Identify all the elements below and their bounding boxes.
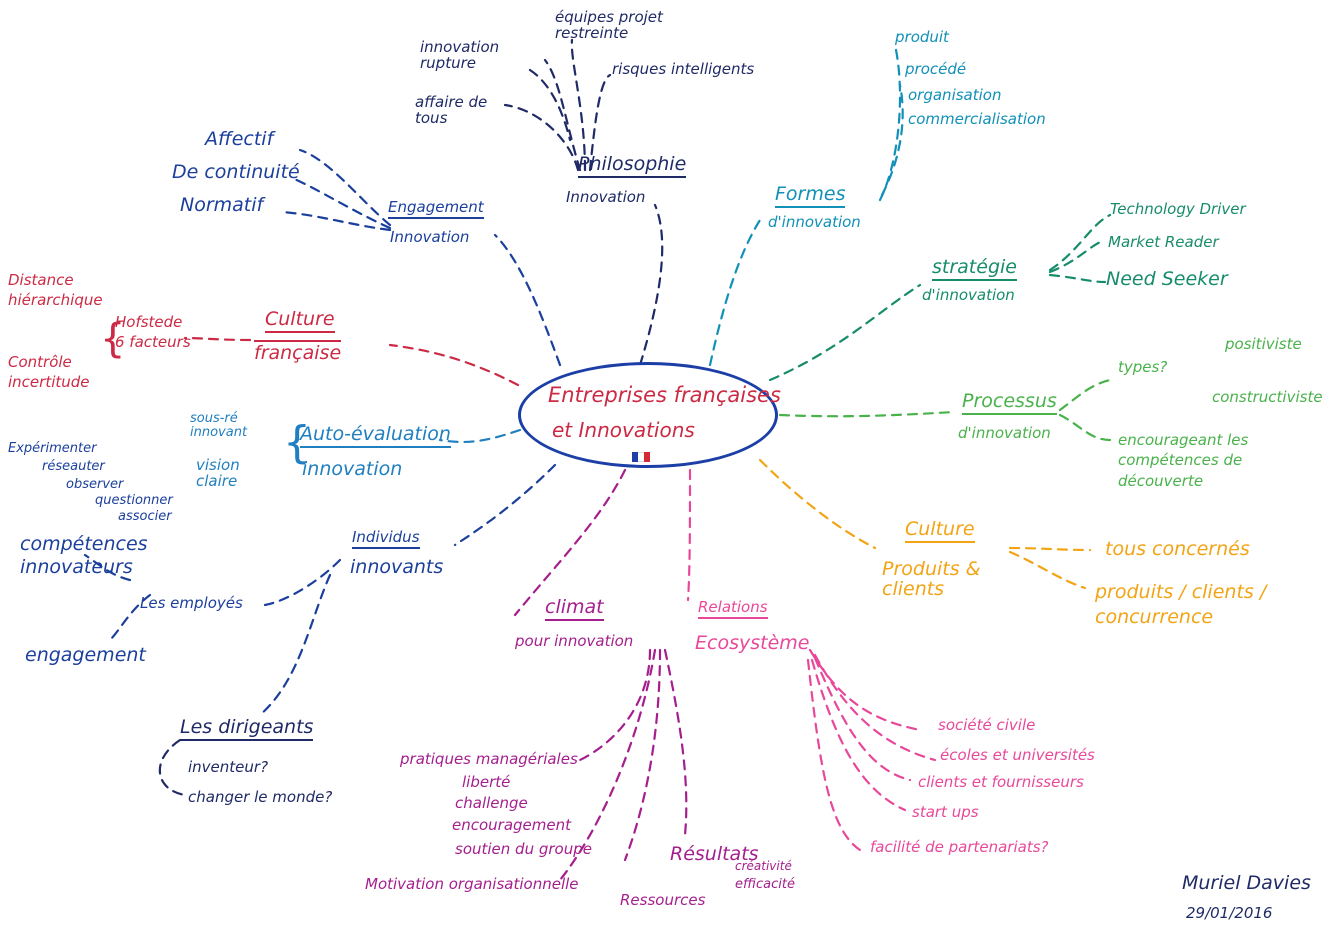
- culture-francaise-subtitle: française: [254, 340, 342, 364]
- link-auto-evaluation: [438, 428, 522, 444]
- relations-item-startups: start ups: [912, 803, 979, 821]
- climat-subtitle: pour innovation: [515, 632, 634, 650]
- link-formes: [708, 218, 762, 367]
- individus-dirigeant-inventeur: inventeur?: [188, 758, 269, 776]
- relations-title: Relations: [698, 599, 768, 619]
- strategie-item-technology: Technology Driver: [1110, 200, 1246, 218]
- link-climat: [513, 468, 627, 617]
- culture-produits-item-produits: produits / clients / concurrence: [1095, 581, 1267, 628]
- link-philosophie: [638, 203, 664, 367]
- culture-francaise-brace-icon: {: [100, 316, 126, 362]
- strategie-item-market: Market Reader: [1108, 233, 1219, 251]
- individus-competences-label: compétences innovateurs: [20, 533, 148, 578]
- central-node: [518, 362, 778, 468]
- individus-comp-observer: observer: [66, 477, 124, 492]
- engagement-item-affectif: Affectif: [205, 128, 274, 150]
- processus-subtitle: d'innovation: [958, 424, 1051, 442]
- relations-item-societe: société civile: [938, 716, 1036, 734]
- philosophie-item-risques: risques intelligents: [612, 60, 755, 78]
- link-culture-francaise: [388, 343, 520, 387]
- engagement-item-continuite: De continuité: [172, 161, 300, 183]
- individus-subtitle: innovants: [350, 556, 444, 578]
- philosophie-subtitle: Innovation: [566, 188, 646, 206]
- philosophie-title: Philosophie: [578, 154, 687, 178]
- processus-types-label: types?: [1118, 358, 1168, 376]
- individus-employes: Les employés: [140, 594, 243, 612]
- processus-type-constructiviste: constructiviste: [1212, 388, 1323, 406]
- link-culture-produits: [758, 458, 877, 550]
- climat-pratiques: pratiques managériales: [400, 750, 578, 768]
- formes-item-organisation: organisation: [908, 86, 1002, 104]
- individus-title: Individus: [352, 529, 420, 549]
- relations-item-clients: clients et fournisseurs: [918, 773, 1084, 791]
- relations-subtitle: Ecosystème: [695, 632, 810, 654]
- auto-evaluation-item-innovant: sous-ré innovant: [190, 411, 248, 440]
- culture-francaise-item-distance: Distance hiérarchique: [8, 271, 103, 310]
- strategie-item-need: Need Seeker: [1106, 268, 1228, 290]
- climat-title: climat: [545, 597, 604, 621]
- climat-ressources: Ressources: [620, 891, 706, 909]
- climat-item-efficacite: efficacité: [735, 877, 795, 892]
- link-engagement: [493, 233, 562, 367]
- climat-item-liberte: liberté: [462, 773, 511, 791]
- link-relations: [686, 468, 692, 602]
- formes-subtitle: d'innovation: [768, 213, 861, 231]
- individus-dirigeant-monde: changer le monde?: [188, 788, 333, 806]
- link-processus: [778, 410, 957, 418]
- processus-title: Processus: [962, 391, 1057, 415]
- central-subtitle: et Innovations: [552, 418, 695, 442]
- culture-francaise-hofstede: Hofstede 6 facteurs: [115, 313, 191, 352]
- auto-evaluation-title: Auto-évaluation: [300, 424, 451, 448]
- link-individus: [453, 463, 557, 547]
- formes-title: Formes: [775, 184, 846, 208]
- philosophie-item-rupture: innovation rupture: [420, 38, 500, 72]
- climat-item-creativite: créativité: [735, 859, 792, 873]
- processus-encourage: encourageant les compétences de découver…: [1118, 431, 1249, 490]
- climat-item-soutien: soutien du groupe: [455, 840, 592, 858]
- strategie-subtitle: d'innovation: [922, 286, 1015, 304]
- climat-motivation: Motivation organisationnelle: [365, 875, 579, 893]
- individus-comp-questionner: questionner: [95, 493, 173, 508]
- french-flag-icon: [632, 452, 650, 462]
- climat-item-challenge: challenge: [455, 794, 528, 812]
- auto-evaluation-item-vision: vision claire: [196, 456, 240, 490]
- signature-date: 29/01/2016: [1186, 904, 1273, 922]
- culture-produits-item-tous: tous concernés: [1105, 538, 1250, 560]
- relations-item-ecoles: écoles et universités: [940, 746, 1095, 764]
- strategie-title: stratégie: [932, 257, 1017, 281]
- engagement-item-normatif: Normatif: [180, 194, 264, 216]
- auto-evaluation-subtitle: innovation: [302, 458, 403, 480]
- engagement-title: Engagement: [388, 199, 484, 219]
- engagement-subtitle: Innovation: [390, 228, 470, 246]
- individus-comp-associer: associer: [118, 509, 172, 524]
- philosophie-item-affaire: affaire de tous: [415, 93, 488, 127]
- philosophie-item-equipes: équipes projet restreinte: [555, 8, 663, 42]
- culture-produits-title: Culture: [905, 519, 975, 543]
- relations-item-partenariats: facilité de partenariats?: [870, 838, 1049, 856]
- climat-item-encouragement: encouragement: [452, 816, 572, 834]
- individus-engagement: engagement: [25, 644, 146, 666]
- formes-item-commercialisation: commercialisation: [908, 110, 1046, 128]
- individus-comp-reseauter: réseauter: [42, 459, 105, 474]
- signature-name: Muriel Davies: [1182, 872, 1311, 894]
- individus-dirigeants: Les dirigeants: [180, 717, 314, 741]
- formes-item-produit: produit: [895, 28, 949, 46]
- processus-type-positiviste: positiviste: [1225, 335, 1302, 353]
- central-title: Entreprises françaises: [548, 383, 781, 407]
- climat-resultats: Résultats: [670, 843, 759, 865]
- culture-produits-subtitle: Produits & clients: [882, 558, 981, 600]
- link-strategie: [768, 283, 922, 382]
- auto-evaluation-brace-icon: {: [283, 417, 311, 468]
- individus-comp-experimenter: Expérimenter: [8, 441, 97, 456]
- formes-item-procede: procédé: [905, 60, 967, 78]
- culture-francaise-title: Culture: [265, 309, 335, 333]
- culture-francaise-item-controle: Contrôle incertitude: [8, 353, 90, 392]
